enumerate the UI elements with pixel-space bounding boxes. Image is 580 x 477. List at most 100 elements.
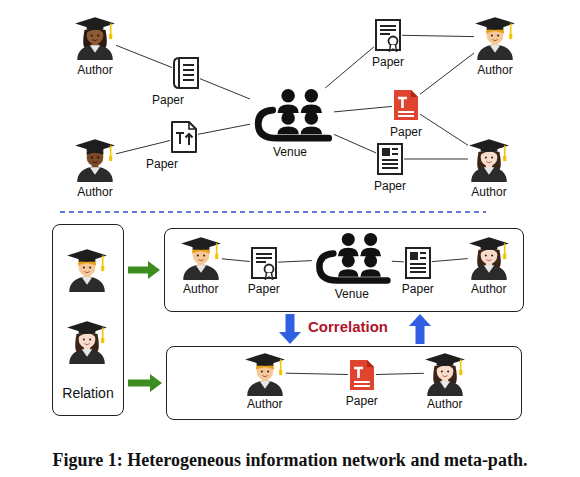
author-icon <box>468 136 510 182</box>
link-line <box>420 53 474 94</box>
author-node: Author <box>74 136 116 182</box>
author-icon <box>74 136 116 182</box>
paper-icon <box>350 360 374 390</box>
node-label: Paper <box>346 394 378 408</box>
link-line <box>402 35 474 36</box>
node-label: Author <box>77 185 112 199</box>
paper-node: Paper <box>404 246 432 280</box>
paper-icon <box>406 248 430 278</box>
author-icon <box>475 17 515 60</box>
paper-node: Paper <box>374 18 402 52</box>
flow-arrow <box>128 267 148 274</box>
link-line <box>420 114 468 145</box>
relation-box: Relation <box>52 224 124 416</box>
author-icon <box>180 234 222 280</box>
paper-icon <box>374 18 402 52</box>
box-title: Relation <box>62 385 113 401</box>
node-label: Author <box>247 397 282 411</box>
venue-node: Venue <box>312 232 392 286</box>
author-node: Author <box>468 234 510 280</box>
meta-path-box: AuthorPaperAuthor <box>166 346 522 420</box>
author-icon <box>74 14 116 60</box>
paper-icon <box>376 142 404 176</box>
link-line <box>286 373 348 374</box>
paper-icon <box>394 90 418 120</box>
node-label: Author <box>77 63 112 77</box>
meta-path-box: AuthorPaperVenuePaperAuthor <box>164 228 524 312</box>
author-icon <box>245 353 285 396</box>
node-label: Paper <box>372 55 404 69</box>
author-icon <box>181 237 221 280</box>
figure-caption: Figure 1: Heterogeneous information netw… <box>0 450 580 471</box>
link-line <box>392 261 404 263</box>
paper-icon <box>392 88 420 122</box>
author-icon <box>424 350 466 396</box>
node-label: Author <box>471 185 506 199</box>
node-label: Author <box>427 397 462 411</box>
author-icon <box>468 234 510 280</box>
node-label: Paper <box>248 282 280 296</box>
paper-node: Paper <box>348 358 376 392</box>
node-label: Venue <box>273 145 307 159</box>
node-label: Author <box>471 282 506 296</box>
link-line <box>334 134 376 153</box>
paper-node: Paper <box>172 56 200 90</box>
paper-icon <box>252 248 276 279</box>
paper-icon <box>376 20 400 51</box>
author-icon <box>75 139 115 182</box>
paper-node: Paper <box>170 120 198 154</box>
link-line <box>278 261 312 263</box>
node-label: Paper <box>374 179 406 193</box>
venue-icon <box>319 233 387 280</box>
link-line <box>198 124 250 134</box>
link-line <box>334 106 392 112</box>
link-line <box>432 259 468 262</box>
node-label: Author <box>183 282 218 296</box>
link-line <box>200 79 250 99</box>
node-label: Paper <box>390 125 422 139</box>
paper-icon <box>378 144 402 174</box>
link-line <box>376 373 424 374</box>
paper-icon <box>348 358 376 392</box>
author-node: Author <box>474 14 516 60</box>
venue-icon <box>312 232 392 286</box>
author-icon <box>469 237 509 280</box>
author-node: Author <box>468 136 510 182</box>
paper-icon <box>174 58 198 88</box>
venue-icon <box>258 89 328 138</box>
venue-node: Venue <box>250 88 334 144</box>
author-node: Author <box>424 350 466 396</box>
relation-author-icon <box>67 321 107 364</box>
node-label: Venue <box>335 287 369 301</box>
link-line <box>116 45 172 67</box>
author-icon <box>75 17 115 60</box>
node-label: Paper <box>402 282 434 296</box>
author-node: Author <box>180 234 222 280</box>
flow-arrow <box>286 314 295 332</box>
node-label: Paper <box>152 93 184 107</box>
link-line <box>325 47 374 88</box>
author-icon <box>425 353 465 396</box>
section-divider <box>60 211 486 213</box>
author-icon <box>244 350 286 396</box>
author-icon <box>469 139 509 182</box>
paper-icon <box>404 246 432 280</box>
correlation-label: Correlation <box>308 318 388 335</box>
author-node: Author <box>74 14 116 60</box>
paper-node: Paper <box>392 88 420 122</box>
paper-icon <box>250 246 278 280</box>
flow-arrow <box>128 380 150 387</box>
node-label: Author <box>477 63 512 77</box>
flow-arrow <box>416 326 425 344</box>
paper-node: Paper <box>376 142 404 176</box>
paper-icon <box>172 56 200 90</box>
link-line <box>222 259 250 262</box>
link-line <box>404 159 468 160</box>
author-node: Author <box>244 350 286 396</box>
venue-icon <box>250 88 334 144</box>
paper-node: Paper <box>250 246 278 280</box>
node-label: Paper <box>146 157 178 171</box>
link-line <box>116 141 170 154</box>
